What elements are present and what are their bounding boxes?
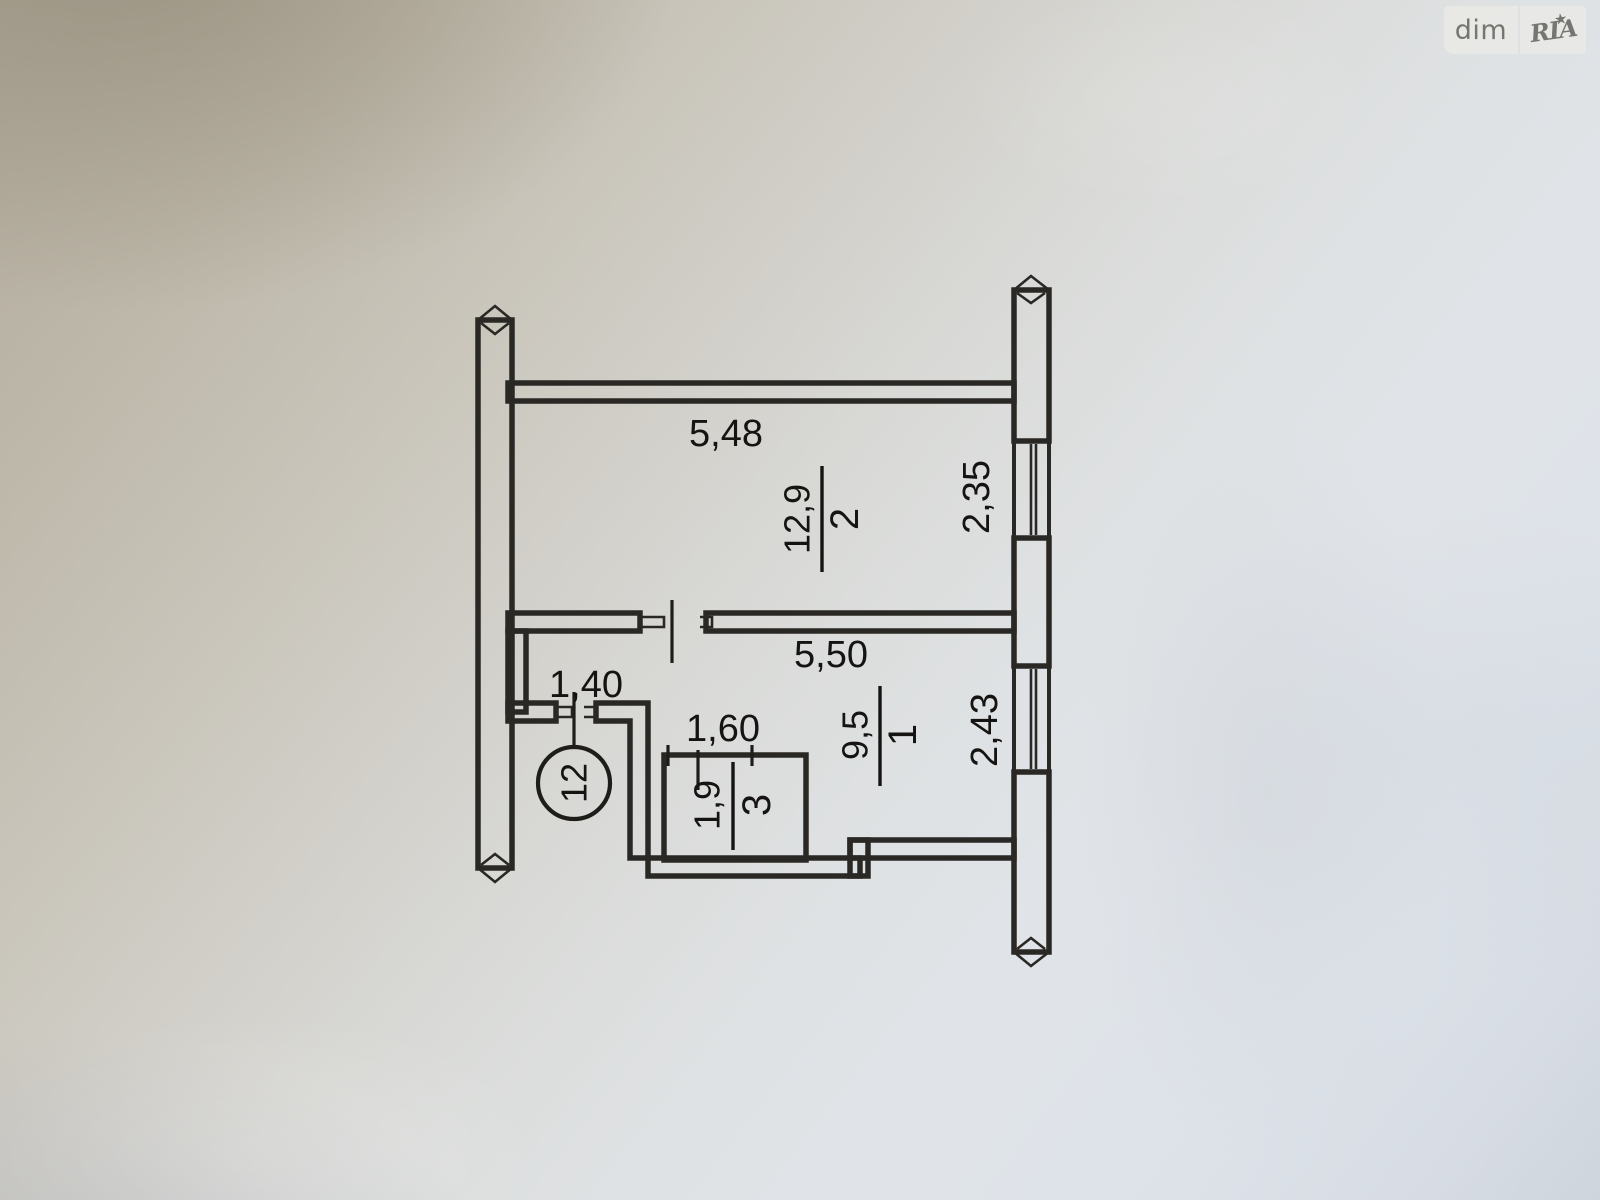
- dim-ria-watermark: dim ★ RIA: [1444, 6, 1586, 54]
- room-area-3: 1,9: [687, 780, 728, 830]
- room-label-3: 3 1,9: [687, 762, 779, 850]
- left-exterior-wall: [475, 304, 515, 884]
- dimension-label-bath-width: 1,60: [686, 708, 760, 750]
- dimension-label-corridor-width: 1,40: [549, 664, 623, 706]
- room-number-1: 1: [881, 724, 925, 746]
- top-exterior-wall: [505, 380, 1017, 404]
- partition-room2-room1: [505, 600, 1017, 663]
- watermark-dim-text: dim: [1444, 6, 1518, 54]
- window-room1: [1012, 666, 1051, 774]
- window-room2: [1012, 441, 1051, 540]
- corridor-walls: [505, 628, 651, 861]
- room-area-1: 9,5: [835, 710, 876, 760]
- room1-south-wall: [847, 837, 1017, 879]
- room-number-3: 3: [735, 794, 779, 816]
- dimension-label-room1-depth: 2,43: [964, 693, 1006, 767]
- apartment-number-badge: 12: [535, 744, 613, 822]
- right-exterior-wall-middle: [1011, 535, 1052, 669]
- dimension-label-room2-depth: 2,35: [956, 460, 998, 534]
- room-label-2: 2 12,9: [777, 466, 867, 572]
- watermark-ria-logo: ★ RIA: [1520, 6, 1586, 54]
- right-exterior-wall-bottom: [1011, 769, 1052, 968]
- room-number-2: 2: [823, 508, 867, 530]
- dimension-label-lower-room-width: 5,50: [794, 634, 868, 676]
- room-label-1: 1 9,5: [835, 686, 925, 786]
- right-exterior-wall-top: [1011, 274, 1052, 444]
- apartment-number-label: 12: [554, 763, 595, 803]
- room-area-2: 12,9: [777, 484, 818, 554]
- dimension-label-top-room-width: 5,48: [689, 413, 763, 455]
- dimension-ticks: [666, 745, 754, 790]
